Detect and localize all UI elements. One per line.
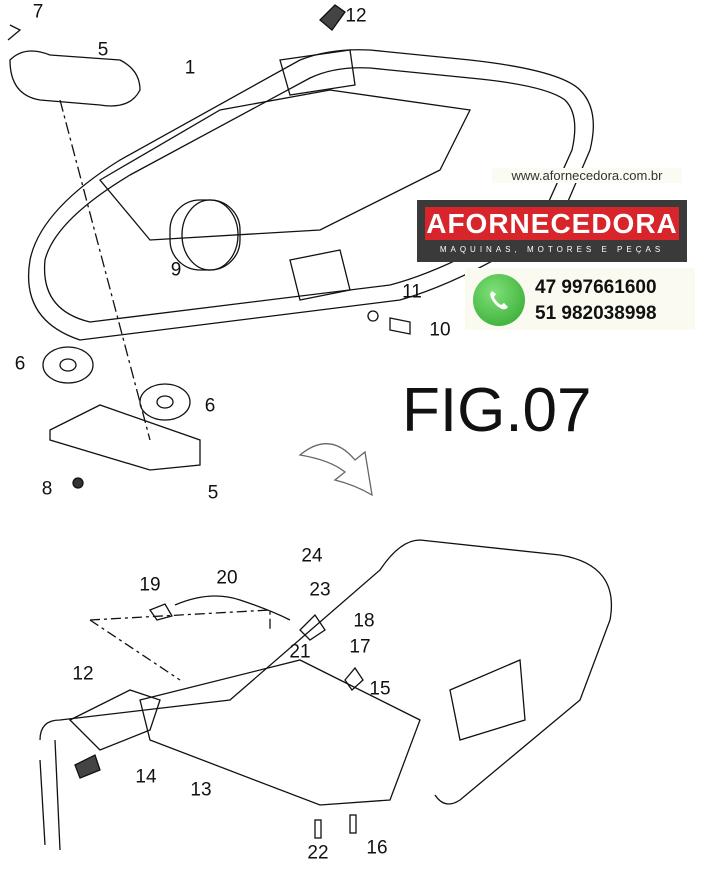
rotate-arrow-icon (298, 442, 373, 497)
callout-8: 8 (41, 478, 53, 500)
part-12-lever (279, 49, 356, 96)
phone-number-2: 51 982038998 (535, 303, 657, 324)
callout-13: 13 (190, 779, 212, 801)
brand-logo: AFORNECEDORA MAQUINAS, MOTORES E PEÇAS (417, 200, 687, 262)
callout-15: 15 (369, 678, 391, 700)
callout-23: 23 (309, 579, 331, 601)
callout-17: 17 (349, 636, 371, 658)
whatsapp-icon (473, 274, 525, 326)
bottom-skid-plate (139, 659, 421, 806)
part-6-washer (42, 346, 94, 384)
brand-tagline: MAQUINAS, MOTORES E PEÇAS (439, 245, 665, 254)
bottom-frame-tube (39, 539, 612, 805)
skid-plate (99, 89, 471, 241)
callout-14: 14 (135, 766, 157, 788)
phone-number-1: 47 997661600 (535, 277, 657, 298)
callout-21: 21 (289, 641, 311, 663)
frame-inner (43, 67, 576, 323)
callout-20: 20 (216, 567, 238, 589)
callout-11: 11 (402, 281, 422, 303)
part-6-washer (139, 383, 191, 421)
callout-12: 12 (345, 5, 367, 27)
frame-outer (28, 49, 594, 341)
callout-1: 1 (184, 57, 196, 79)
callout-5: 5 (207, 482, 219, 504)
callout-6: 6 (204, 395, 216, 417)
bottom-part-12-lever (68, 689, 161, 751)
callout-12: 12 (72, 663, 94, 685)
figure-label: FIG.07 (402, 376, 592, 445)
callout-22: 22 (307, 842, 329, 864)
callout-16: 16 (366, 837, 388, 859)
callout-18: 18 (353, 610, 375, 632)
brand-name: AFORNECEDORA (425, 207, 679, 240)
callout-5: 5 (97, 39, 109, 61)
part-5-lower-clamp (49, 404, 201, 471)
callout-9: 9 (170, 259, 182, 281)
callout-10: 10 (429, 319, 451, 341)
part-5-clamp (9, 50, 141, 107)
callout-6: 6 (14, 353, 26, 375)
website-link[interactable]: www.afornecedora.com.br (492, 168, 682, 183)
callout-19: 19 (139, 574, 161, 596)
callout-7: 7 (32, 1, 44, 23)
callout-24: 24 (301, 545, 323, 567)
contact-box: 47 997661600 51 982038998 (465, 268, 695, 330)
